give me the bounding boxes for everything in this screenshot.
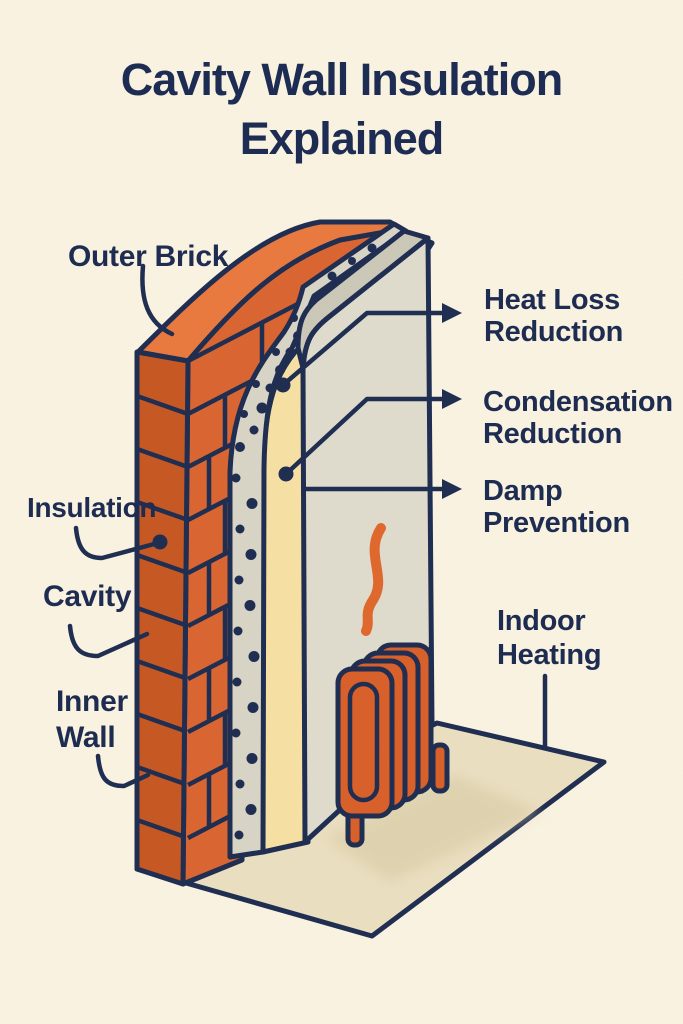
label-indoor-heating: Indoor Heating	[497, 605, 602, 672]
label-insulation: Insulation	[27, 492, 157, 523]
label-heat-loss: Heat Loss Reduction	[484, 284, 624, 349]
label-condensation: Condensation Reduction	[483, 386, 673, 451]
label-inner-wall: Inner Wall	[56, 685, 128, 754]
label-outer-brick: Outer Brick	[68, 240, 229, 273]
label-damp: Damp Prevention	[483, 475, 630, 540]
label-cavity: Cavity	[43, 580, 132, 613]
